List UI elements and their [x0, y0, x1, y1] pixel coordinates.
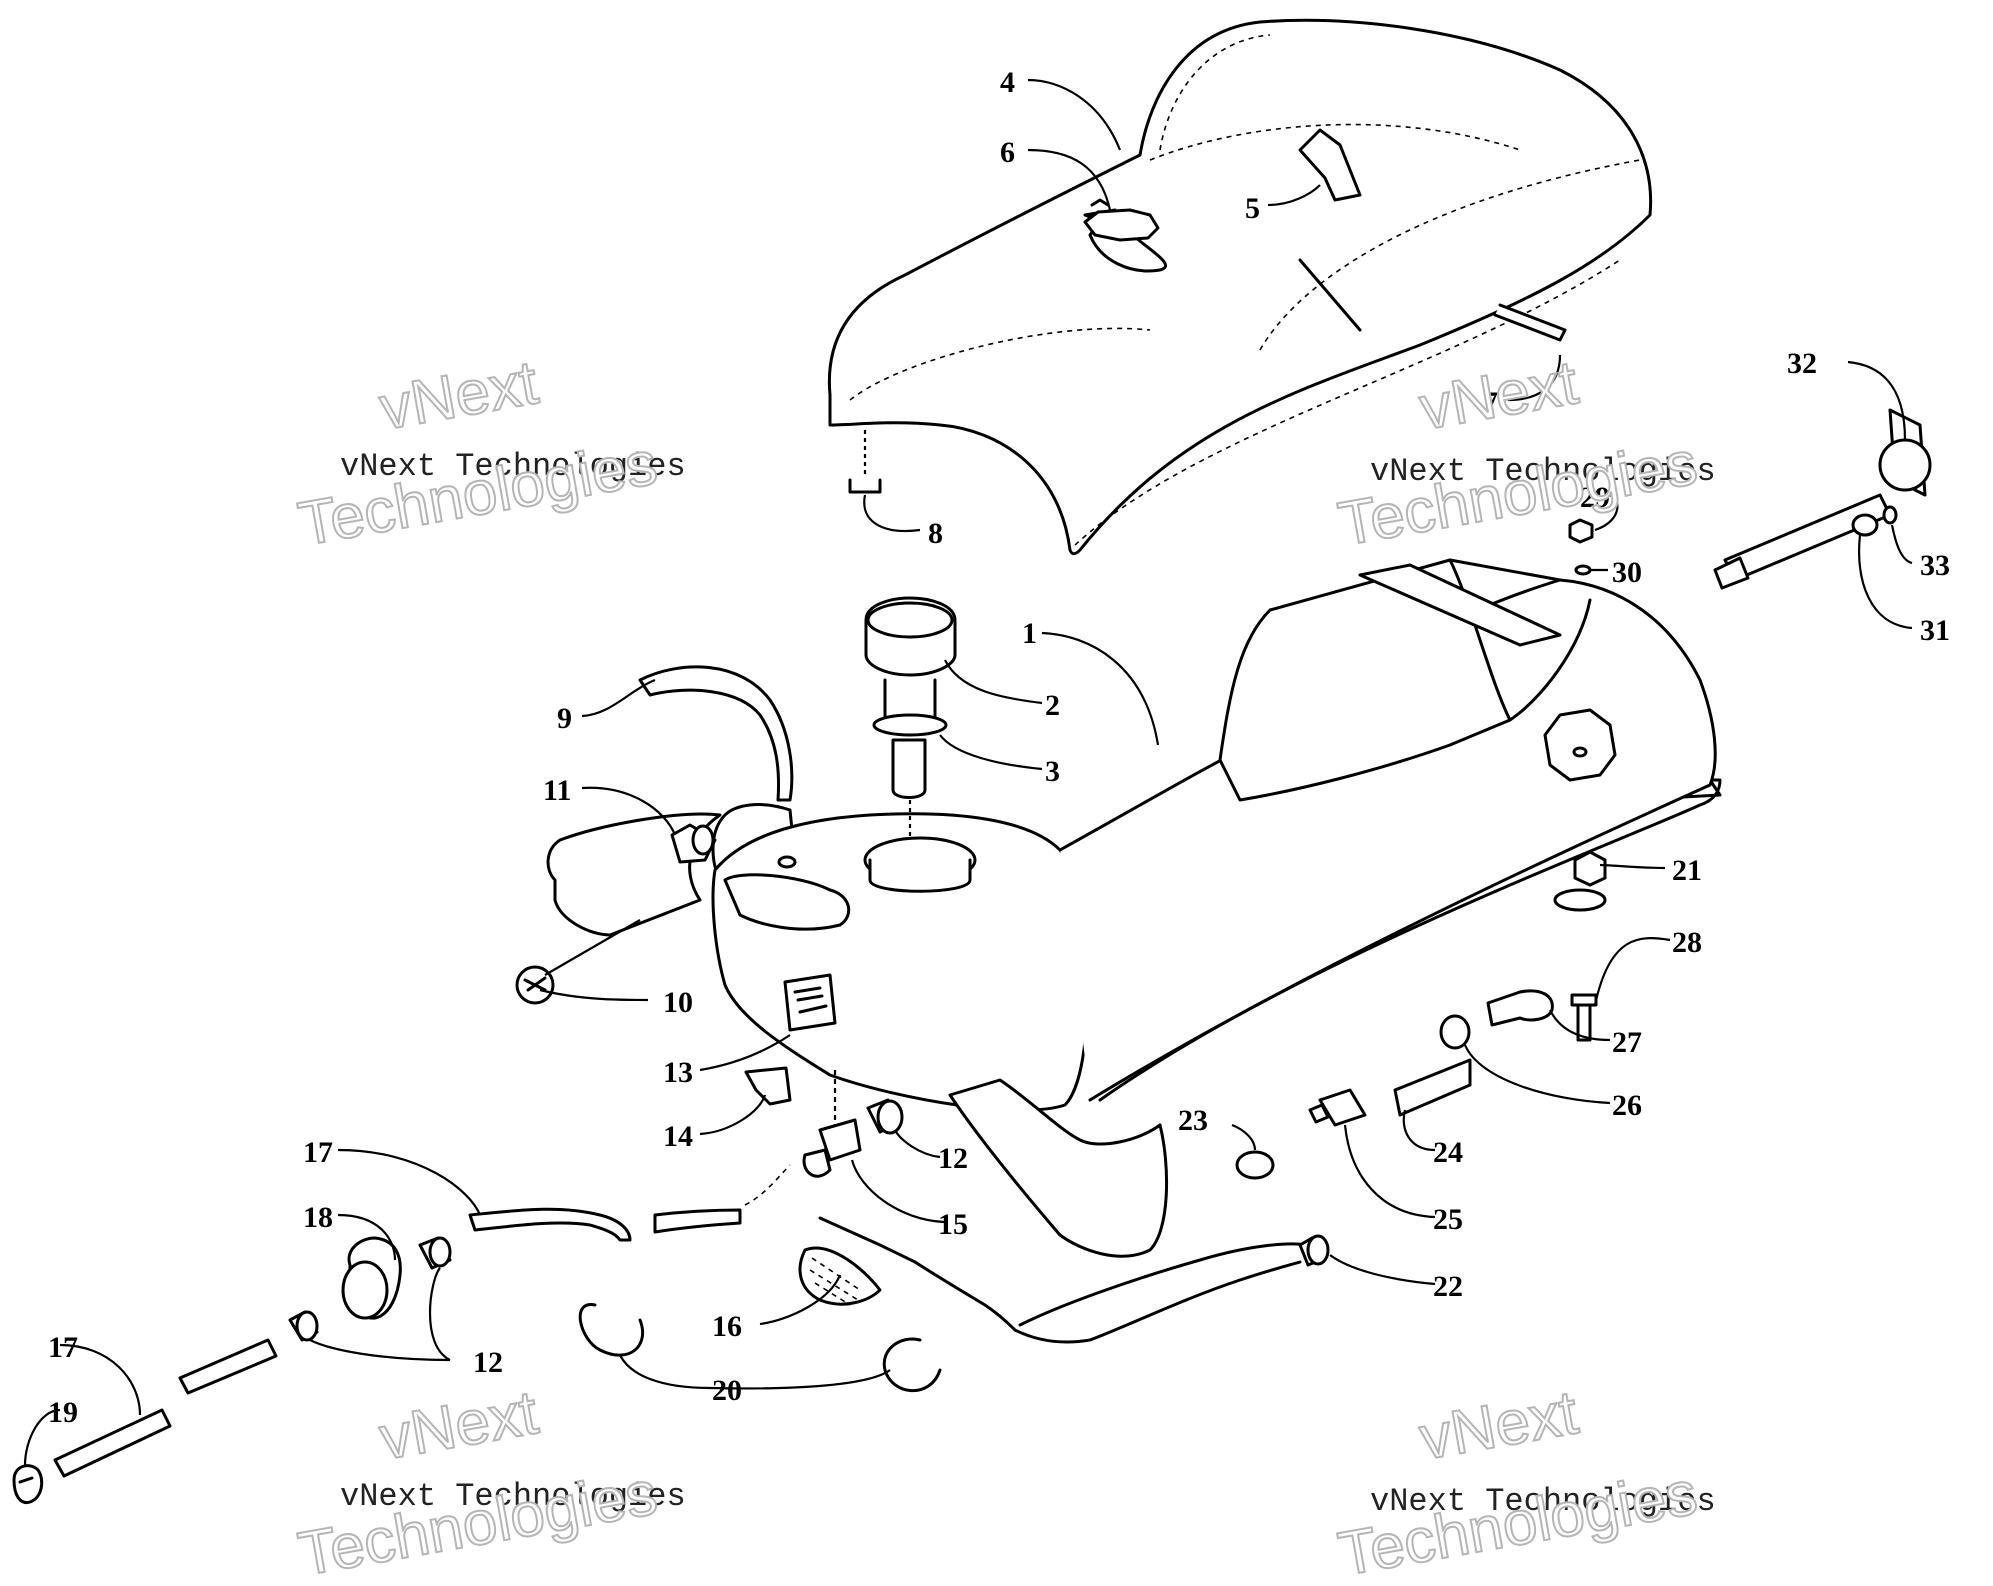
callout-26: 26	[1612, 1089, 1642, 1122]
grommet-23	[1235, 1150, 1275, 1180]
fitting-12-lower	[288, 1310, 319, 1342]
fuel-tank-drawing	[546, 558, 1722, 1258]
leader-lines	[23, 78, 1913, 1466]
nut-21	[1553, 850, 1607, 912]
throttle-cable	[818, 1216, 1330, 1344]
hose-clamp	[12, 1464, 44, 1505]
callout-13: 13	[663, 1056, 693, 1089]
callout-32: 32	[1787, 347, 1817, 380]
callout-17-upper: 17	[303, 1136, 333, 1169]
bracket-24	[1393, 1058, 1472, 1117]
callout-31: 31	[1920, 614, 1950, 647]
callout-27: 27	[1612, 1026, 1642, 1059]
callout-19: 19	[48, 1396, 78, 1429]
fitting-12-mid	[418, 1236, 452, 1270]
seat-cap-opening	[1083, 208, 1160, 242]
callout-7: 7	[1483, 386, 1498, 419]
label-10	[515, 919, 641, 1005]
gauge-32	[1713, 408, 1932, 590]
grommet-11	[670, 823, 717, 864]
callout-4: 4	[1000, 66, 1015, 99]
callout-12-upper: 12	[938, 1142, 968, 1175]
key-27	[1486, 989, 1554, 1027]
callout-12-lower: 12	[473, 1346, 503, 1379]
grommet-26	[1439, 1014, 1471, 1050]
watermark-top-left: vNext vNext Technologies Technologies	[293, 347, 686, 560]
callout-8: 8	[928, 517, 943, 550]
callout-28: 28	[1672, 926, 1702, 959]
vent-hose	[638, 665, 794, 802]
snap-ring-right	[882, 1337, 942, 1393]
callout-29: 29	[1580, 481, 1610, 514]
fuel-filter	[341, 1236, 402, 1320]
washer-30	[1574, 564, 1592, 576]
seat-clip	[1493, 303, 1567, 342]
label-13	[783, 973, 837, 1032]
nut-31	[1851, 513, 1879, 537]
watermark-bottom-right: vNext vNext Technologies Technologies	[1333, 1377, 1716, 1586]
callout-15: 15	[938, 1208, 968, 1241]
callout-25: 25	[1433, 1203, 1463, 1236]
callout-5: 5	[1245, 192, 1260, 225]
seat-strap	[1298, 128, 1362, 202]
callout-22: 22	[1433, 1270, 1463, 1303]
callout-18: 18	[303, 1201, 333, 1234]
nut-29	[1568, 518, 1594, 544]
switch-25	[1308, 1088, 1367, 1127]
callout-21: 21	[1672, 854, 1702, 887]
callout-2: 2	[1045, 689, 1060, 722]
fuel-cap-drawing	[864, 596, 957, 840]
svg-text:vNext Technologies: vNext Technologies	[340, 1478, 686, 1515]
callout-3: 3	[1045, 755, 1060, 788]
svg-text:vNext: vNext	[1415, 348, 1583, 443]
callout-16: 16	[712, 1310, 742, 1343]
fuel-valve	[802, 1070, 862, 1178]
svg-text:vNext: vNext	[375, 348, 543, 443]
callout-10: 10	[663, 986, 693, 1019]
svg-text:vNext Technologies: vNext Technologies	[340, 448, 686, 485]
callout-23: 23	[1178, 1104, 1208, 1137]
fuel-hose-lower	[53, 1338, 278, 1478]
callout-24: 24	[1433, 1136, 1463, 1169]
svg-text:vNext Technologies: vNext Technologies	[1370, 1483, 1716, 1520]
fitting-12-upper	[866, 1098, 904, 1135]
callout-9: 9	[557, 702, 572, 735]
svg-text:vNext Technologies: vNext Technologies	[1370, 453, 1716, 490]
callout-17-lower: 17	[48, 1331, 78, 1364]
callout-11: 11	[543, 774, 571, 807]
seat-clip-8	[848, 430, 882, 494]
bracket-14	[744, 1066, 792, 1106]
svg-text:Technologies: Technologies	[1334, 1459, 1702, 1586]
svg-text:vNext: vNext	[1415, 1378, 1583, 1473]
callout-14: 14	[663, 1120, 693, 1153]
washer-33	[1882, 505, 1898, 525]
callout-6: 6	[1000, 136, 1015, 169]
callout-33: 33	[1920, 549, 1950, 582]
callout-20: 20	[712, 1374, 742, 1407]
snap-ring-left	[578, 1303, 645, 1357]
fuel-hose-upper	[468, 1164, 791, 1242]
svg-text:Technologies: Technologies	[1334, 429, 1702, 560]
callout-1: 1	[1022, 617, 1037, 650]
callout-30: 30	[1612, 556, 1642, 589]
watermark-bottom-left: vNext vNext Technologies Technologies	[293, 1377, 686, 1586]
callout-numbers: 1 2 3 4 5 6 7 8 9 10 11 12 12 12 13 14 1…	[48, 66, 1950, 1429]
svg-text:vNext: vNext	[375, 1378, 543, 1473]
